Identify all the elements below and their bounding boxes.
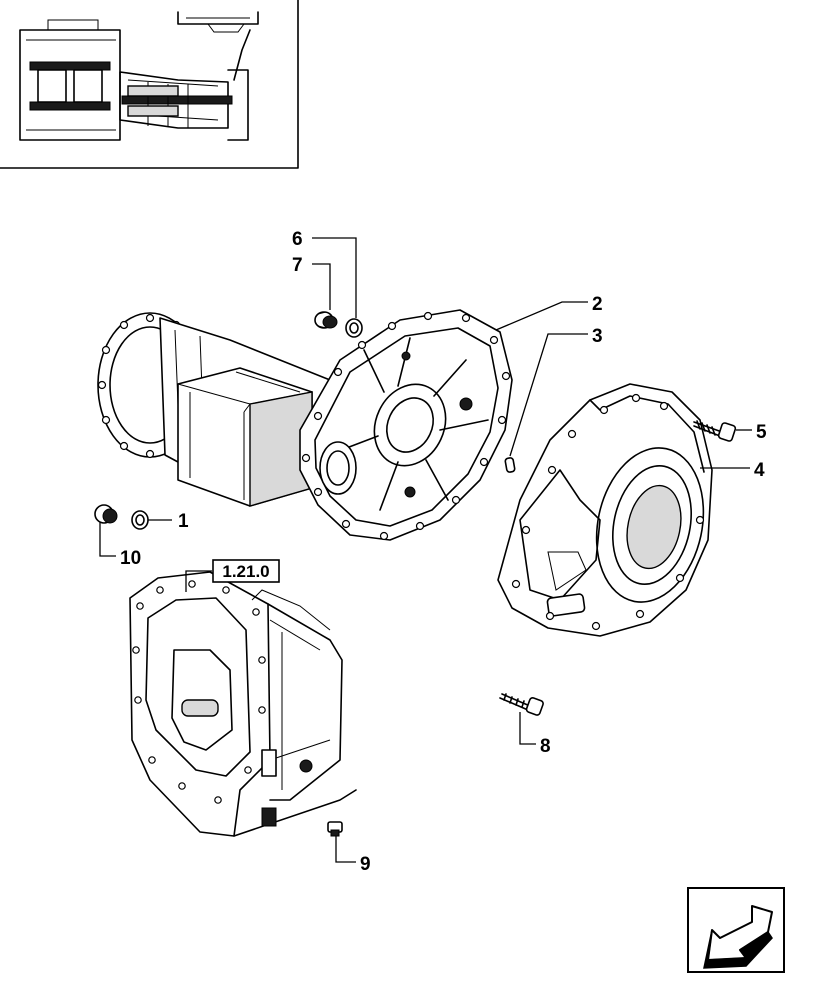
callout-6: 6 — [292, 229, 303, 250]
callout-5: 5 — [756, 422, 767, 443]
callout-2: 2 — [592, 294, 603, 315]
part-1-washer — [131, 510, 149, 530]
transmission-housing-reference — [129, 571, 357, 837]
callout-9: 9 — [360, 854, 371, 875]
reference-label: 1.21.0 — [222, 562, 269, 581]
callout-10: 10 — [120, 548, 141, 569]
part-2-flange-housing — [299, 309, 513, 541]
axle-housing — [97, 312, 331, 507]
part-9-screw — [327, 821, 343, 837]
part-10-plug — [94, 504, 118, 524]
part-7-drain-plug — [314, 311, 338, 329]
part-8-bolt — [499, 693, 544, 716]
callout-8: 8 — [540, 736, 551, 757]
assembly-location-thumbnail — [0, 0, 299, 169]
reference-box[interactable]: 1.21.0 — [212, 559, 280, 583]
callout-7: 7 — [292, 255, 303, 276]
part-3-dowel-pin — [504, 457, 516, 473]
part-4-final-drive-housing — [497, 383, 713, 637]
callout-3: 3 — [592, 326, 603, 347]
next-page-arrow-icon[interactable] — [687, 887, 785, 973]
part-6-sealing-washer — [345, 318, 363, 338]
callout-1: 1 — [178, 511, 189, 532]
callout-4: 4 — [754, 460, 765, 481]
leader-lines — [99, 237, 752, 863]
part-5-bolt — [693, 420, 737, 442]
